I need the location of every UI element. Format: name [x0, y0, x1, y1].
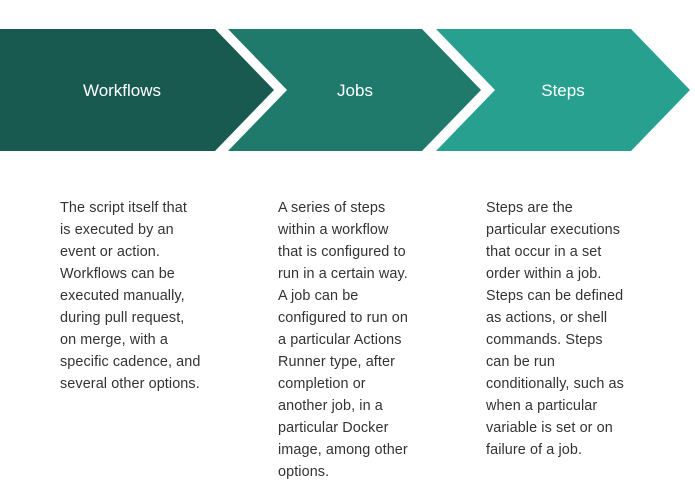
description-line: commands. Steps	[486, 332, 603, 348]
workflows-label: Workflows	[83, 81, 161, 100]
description-line: when a particular	[486, 398, 598, 414]
description-line: particular executions	[486, 222, 621, 238]
description-line: specific cadence, and	[60, 354, 201, 370]
description-line: A series of steps	[278, 200, 386, 216]
description-line: executed manually,	[60, 288, 185, 304]
description-line: run in a certain way.	[278, 266, 408, 282]
description-line: that is configured to	[278, 244, 406, 260]
steps-description: Steps are the particular executions that o…	[486, 197, 666, 461]
description-line: several other options.	[60, 376, 200, 392]
description-line: is executed by an	[60, 222, 174, 238]
description-line: a particular Actions	[278, 332, 402, 348]
jobs-description: A series of steps within a workflow that i…	[278, 197, 453, 483]
description-line: on merge, with a	[60, 332, 168, 348]
steps-label: Steps	[541, 81, 584, 100]
description-line: during pull request,	[60, 310, 185, 326]
description-line: particular Docker	[278, 420, 389, 436]
workflows-chevron	[0, 29, 274, 151]
description-line: as actions, or shell	[486, 310, 608, 326]
workflows-description: The script itself that is executed by an e…	[60, 197, 230, 395]
jobs-chevron	[228, 29, 481, 151]
description-line: Steps are the	[486, 200, 573, 216]
jobs-label: Jobs	[337, 81, 373, 100]
description-line: image, among other	[278, 442, 408, 458]
description-line: A job can be	[278, 288, 359, 304]
description-line: can be run	[486, 354, 556, 370]
description-line: completion or	[278, 376, 366, 392]
description-line: Runner type, after	[278, 354, 395, 370]
description-line: variable is set or on	[486, 420, 613, 436]
description-line: Steps can be defined	[486, 288, 624, 304]
description-line: order within a job.	[486, 266, 602, 282]
description-line: configured to run on	[278, 310, 409, 326]
description-line: failure of a job.	[486, 442, 583, 458]
description-line: Workflows can be	[60, 266, 175, 282]
description-line: that occur in a set	[486, 244, 602, 260]
description-line: conditionally, such as	[486, 376, 624, 392]
description-line: another job, in a	[278, 398, 383, 414]
description-line: event or action.	[60, 244, 160, 260]
description-line: The script itself that	[60, 200, 187, 216]
description-line: within a workflow	[278, 222, 389, 238]
steps-chevron	[436, 29, 690, 151]
description-line: options.	[278, 464, 330, 480]
